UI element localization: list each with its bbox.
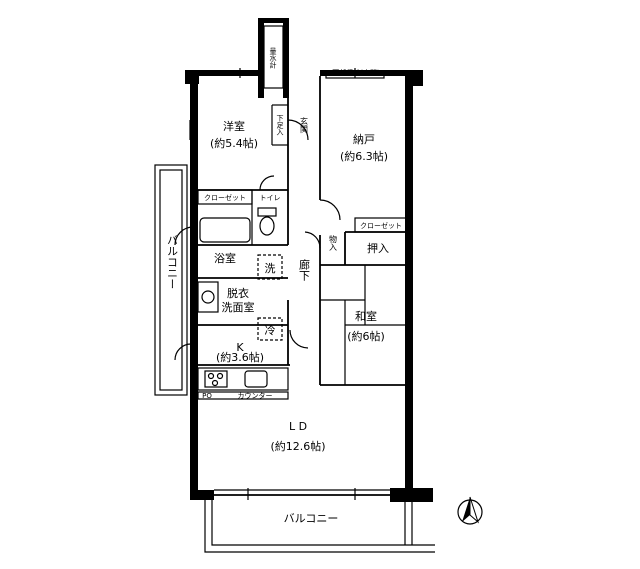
stove-label: PO — [202, 392, 212, 400]
oshiire-label: 押入 — [367, 241, 389, 255]
ld-size: (約12.6帖) — [270, 439, 325, 453]
balcony-side-label: バルコニー — [166, 235, 179, 290]
meter-box-label: 量水計 — [269, 48, 277, 70]
side-balcony: バルコニー — [154, 164, 188, 396]
counter-label: カウンター — [238, 391, 273, 400]
kitchen-size: (約3.6帖) — [216, 350, 264, 364]
balcony-bottom-label: バルコニー — [284, 512, 339, 525]
bath-label: 浴室 — [214, 251, 236, 265]
bottom-balcony: バルコニー — [204, 500, 435, 553]
kitchen-name: K — [236, 341, 244, 354]
storage-room-size: (約6.3帖) — [340, 149, 388, 163]
outer-walls: 量水計 — [185, 18, 433, 502]
room-labels: 洋室 (約5.4帖) 納戸 (約6.3帖) 和室 (約6帖) K (約3.6帖)… — [202, 115, 402, 454]
toilet-label: トイレ — [260, 194, 281, 202]
closet2-label: クローゼット — [360, 221, 402, 230]
shoe-box-label: 下足入 — [276, 115, 284, 136]
western-room-name: 洋室 — [223, 119, 245, 133]
storage-small-label: 物入 — [329, 234, 338, 251]
closet-label: クローゼット — [204, 193, 246, 202]
laundry-mark: 洗 — [265, 262, 276, 275]
washroom-label: 洗面室 — [222, 300, 255, 314]
storage-room-name: 納戸 — [353, 133, 375, 146]
interior-walls — [174, 68, 410, 500]
corridor-label: 廊下 — [298, 258, 311, 282]
entrance-label: 玄関 — [300, 116, 309, 134]
ld-name: L D — [289, 420, 307, 433]
dressing-label: 脱衣 — [227, 286, 249, 300]
fridge-mark: 冷 — [265, 324, 276, 337]
north-arrow-icon — [457, 496, 483, 525]
top-window-label: 下部収納(内開) — [332, 68, 380, 77]
japanese-room-name: 和室 — [355, 309, 377, 323]
japanese-room-size: (約6帖) — [347, 329, 385, 343]
western-room-size: (約5.4帖) — [210, 136, 258, 150]
